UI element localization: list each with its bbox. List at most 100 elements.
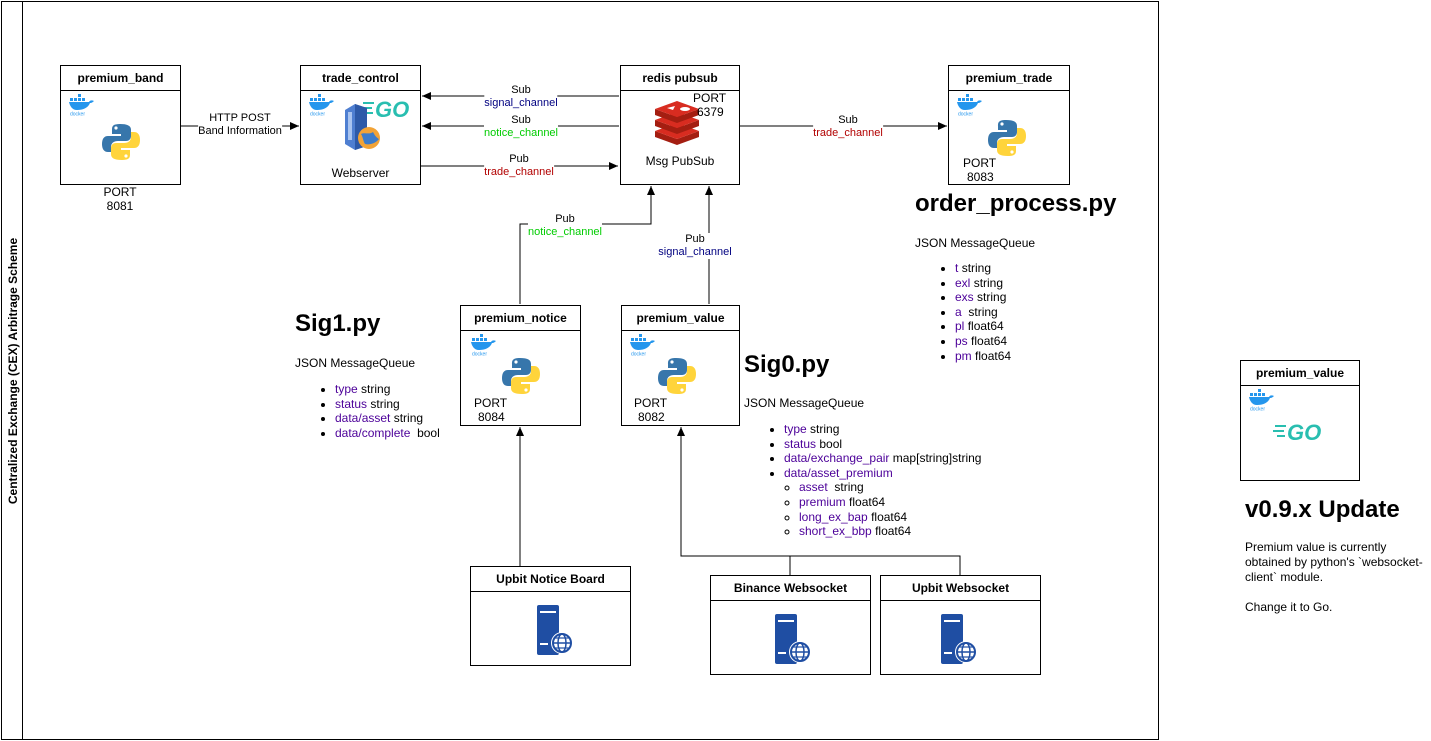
update-note-line: Premium value is currently — [1245, 540, 1387, 554]
order-field: pm float64 — [955, 349, 1011, 364]
sig0-title: Sig0.py — [744, 351, 830, 378]
sig1-field: status string — [335, 397, 440, 412]
field-type: bool — [819, 436, 843, 451]
sig1-subtitle: JSON MessageQueue — [295, 356, 416, 370]
update-note: Premium value is currently obtained by p… — [1245, 540, 1425, 615]
svg-text:docker: docker — [70, 112, 85, 117]
svg-text:docker: docker — [958, 112, 973, 117]
edge-label-line: HTTP POST — [209, 112, 271, 124]
svg-text:docker: docker — [310, 112, 325, 117]
svg-text:docker: docker — [1250, 407, 1265, 412]
field-key: data/exchange_pair — [784, 451, 890, 466]
node-binance-websocket: Binance Websocket — [710, 575, 871, 675]
webserver-icon — [345, 104, 380, 150]
field-key: premium — [799, 494, 846, 509]
edge-label-sub-trade: Sub trade_channel — [813, 114, 883, 140]
sig1-field: data/asset string — [335, 411, 440, 426]
diagram-frame — [1, 1, 1159, 740]
edge-label-sub-signal: Sub signal_channel — [484, 84, 558, 110]
edge-pub-notice — [519, 186, 655, 304]
port-number: 6379 — [697, 105, 724, 119]
field-type: string — [370, 396, 400, 411]
port-label: PORT — [103, 185, 137, 199]
port-label: PORT — [963, 156, 997, 170]
edge-label-pub-trade: Pub trade_channel — [484, 153, 554, 179]
python-icon — [502, 358, 540, 394]
edge-verb: Sub — [838, 114, 858, 126]
edge-verb: Pub — [685, 233, 705, 245]
redis-icon — [655, 101, 699, 145]
sig0-field: type string — [784, 422, 981, 437]
node-caption: Webserver — [331, 166, 390, 180]
channel-name: trade_channel — [484, 166, 554, 178]
edge-label-pub-notice: Pub notice_channel — [527, 213, 603, 239]
field-key: status — [335, 396, 368, 411]
channel-name: trade_channel — [813, 127, 883, 139]
order-field: exs string — [955, 290, 1011, 305]
port-label: PORT — [474, 396, 508, 410]
server-icon — [537, 605, 573, 655]
node-title: premium_notice — [461, 306, 580, 331]
server-icon — [775, 614, 811, 664]
node-premium-band: premium_band docker — [60, 65, 181, 185]
node-title: Upbit Websocket — [881, 576, 1040, 601]
field-key: type — [335, 382, 358, 396]
port-number: 8083 — [967, 170, 994, 184]
docker-icon: docker — [630, 334, 655, 356]
sig0-subfield: short_ex_bbp float64 — [799, 524, 981, 539]
field-key: pm — [955, 348, 972, 363]
node-premium-value: premium_value docker PORT 8082 — [621, 305, 740, 426]
python-icon — [658, 358, 696, 394]
svg-text:GO: GO — [1287, 420, 1321, 443]
node-title: premium_value — [622, 306, 739, 331]
sig0-field: data/asset_premium asset string premium … — [784, 466, 981, 539]
node-title: Binance Websocket — [711, 576, 870, 601]
field-key: data/complete — [335, 425, 411, 440]
sig0-subfield: premium float64 — [799, 495, 981, 510]
sig1-title: Sig1.py — [295, 310, 381, 337]
node-redis-pubsub: redis pubsub PORT 6379 Msg PubSub — [620, 65, 740, 185]
port-info: PORT 8083 — [963, 156, 996, 184]
sig0-subfield: asset string — [799, 480, 981, 495]
sig1-field: type string — [335, 382, 440, 397]
order-subtitle: JSON MessageQueue — [915, 236, 1036, 250]
order-field: a string — [955, 305, 1011, 320]
node-upbit-notice-board: Upbit Notice Board — [470, 566, 631, 666]
edge-binance-feed — [677, 427, 791, 575]
update-note-line: client` module. — [1245, 570, 1324, 584]
field-type: float64 — [971, 333, 1008, 348]
port-info: PORT 8082 — [634, 396, 667, 424]
field-key: asset — [799, 480, 828, 495]
field-key: short_ex_bbp — [799, 524, 872, 539]
node-title: redis pubsub — [621, 66, 739, 91]
node-title: premium_trade — [949, 66, 1069, 91]
channel-name: signal_channel — [484, 97, 558, 109]
field-type: float64 — [967, 319, 1004, 334]
edge-label-pub-signal: Pub signal_channel — [658, 233, 732, 259]
field-type: string — [810, 422, 840, 436]
edge-upbit-ws-feed — [790, 555, 961, 575]
sig0-subtitle: JSON MessageQueue — [744, 396, 865, 410]
channel-name: signal_channel — [658, 246, 732, 258]
node-trade-control: trade_control docker GO Webserver — [300, 65, 421, 185]
update-note-line: Change it to Go. — [1245, 600, 1333, 614]
diagram-title-bar: Centralized Exchange (CEX) Arbitrage Sch… — [1, 1, 23, 740]
order-field: pl float64 — [955, 319, 1011, 334]
field-key: a — [955, 304, 962, 319]
port-number: 8084 — [478, 410, 505, 424]
field-type: float64 — [975, 348, 1012, 363]
port-info: PORT 8081 — [103, 185, 136, 213]
field-key: type — [784, 422, 807, 436]
sig0-subfield-list: asset string premium float64 long_ex_bap… — [784, 480, 981, 538]
node-premium-value-go: premium_value docker GO — [1240, 360, 1360, 481]
port-info: PORT 6379 — [693, 91, 726, 119]
sig0-field-list: type string status bool data/exchange_pa… — [744, 422, 981, 539]
update-note-line: obtained by python's `websocket- — [1245, 555, 1423, 569]
edge-label-sub-notice: Sub notice_channel — [483, 114, 559, 140]
field-type: string — [977, 290, 1007, 305]
node-caption: Msg PubSub — [645, 154, 715, 168]
port-label: PORT — [693, 91, 727, 105]
python-icon — [102, 124, 140, 160]
field-key: pl — [955, 319, 965, 334]
update-title: v0.9.x Update — [1245, 496, 1400, 523]
